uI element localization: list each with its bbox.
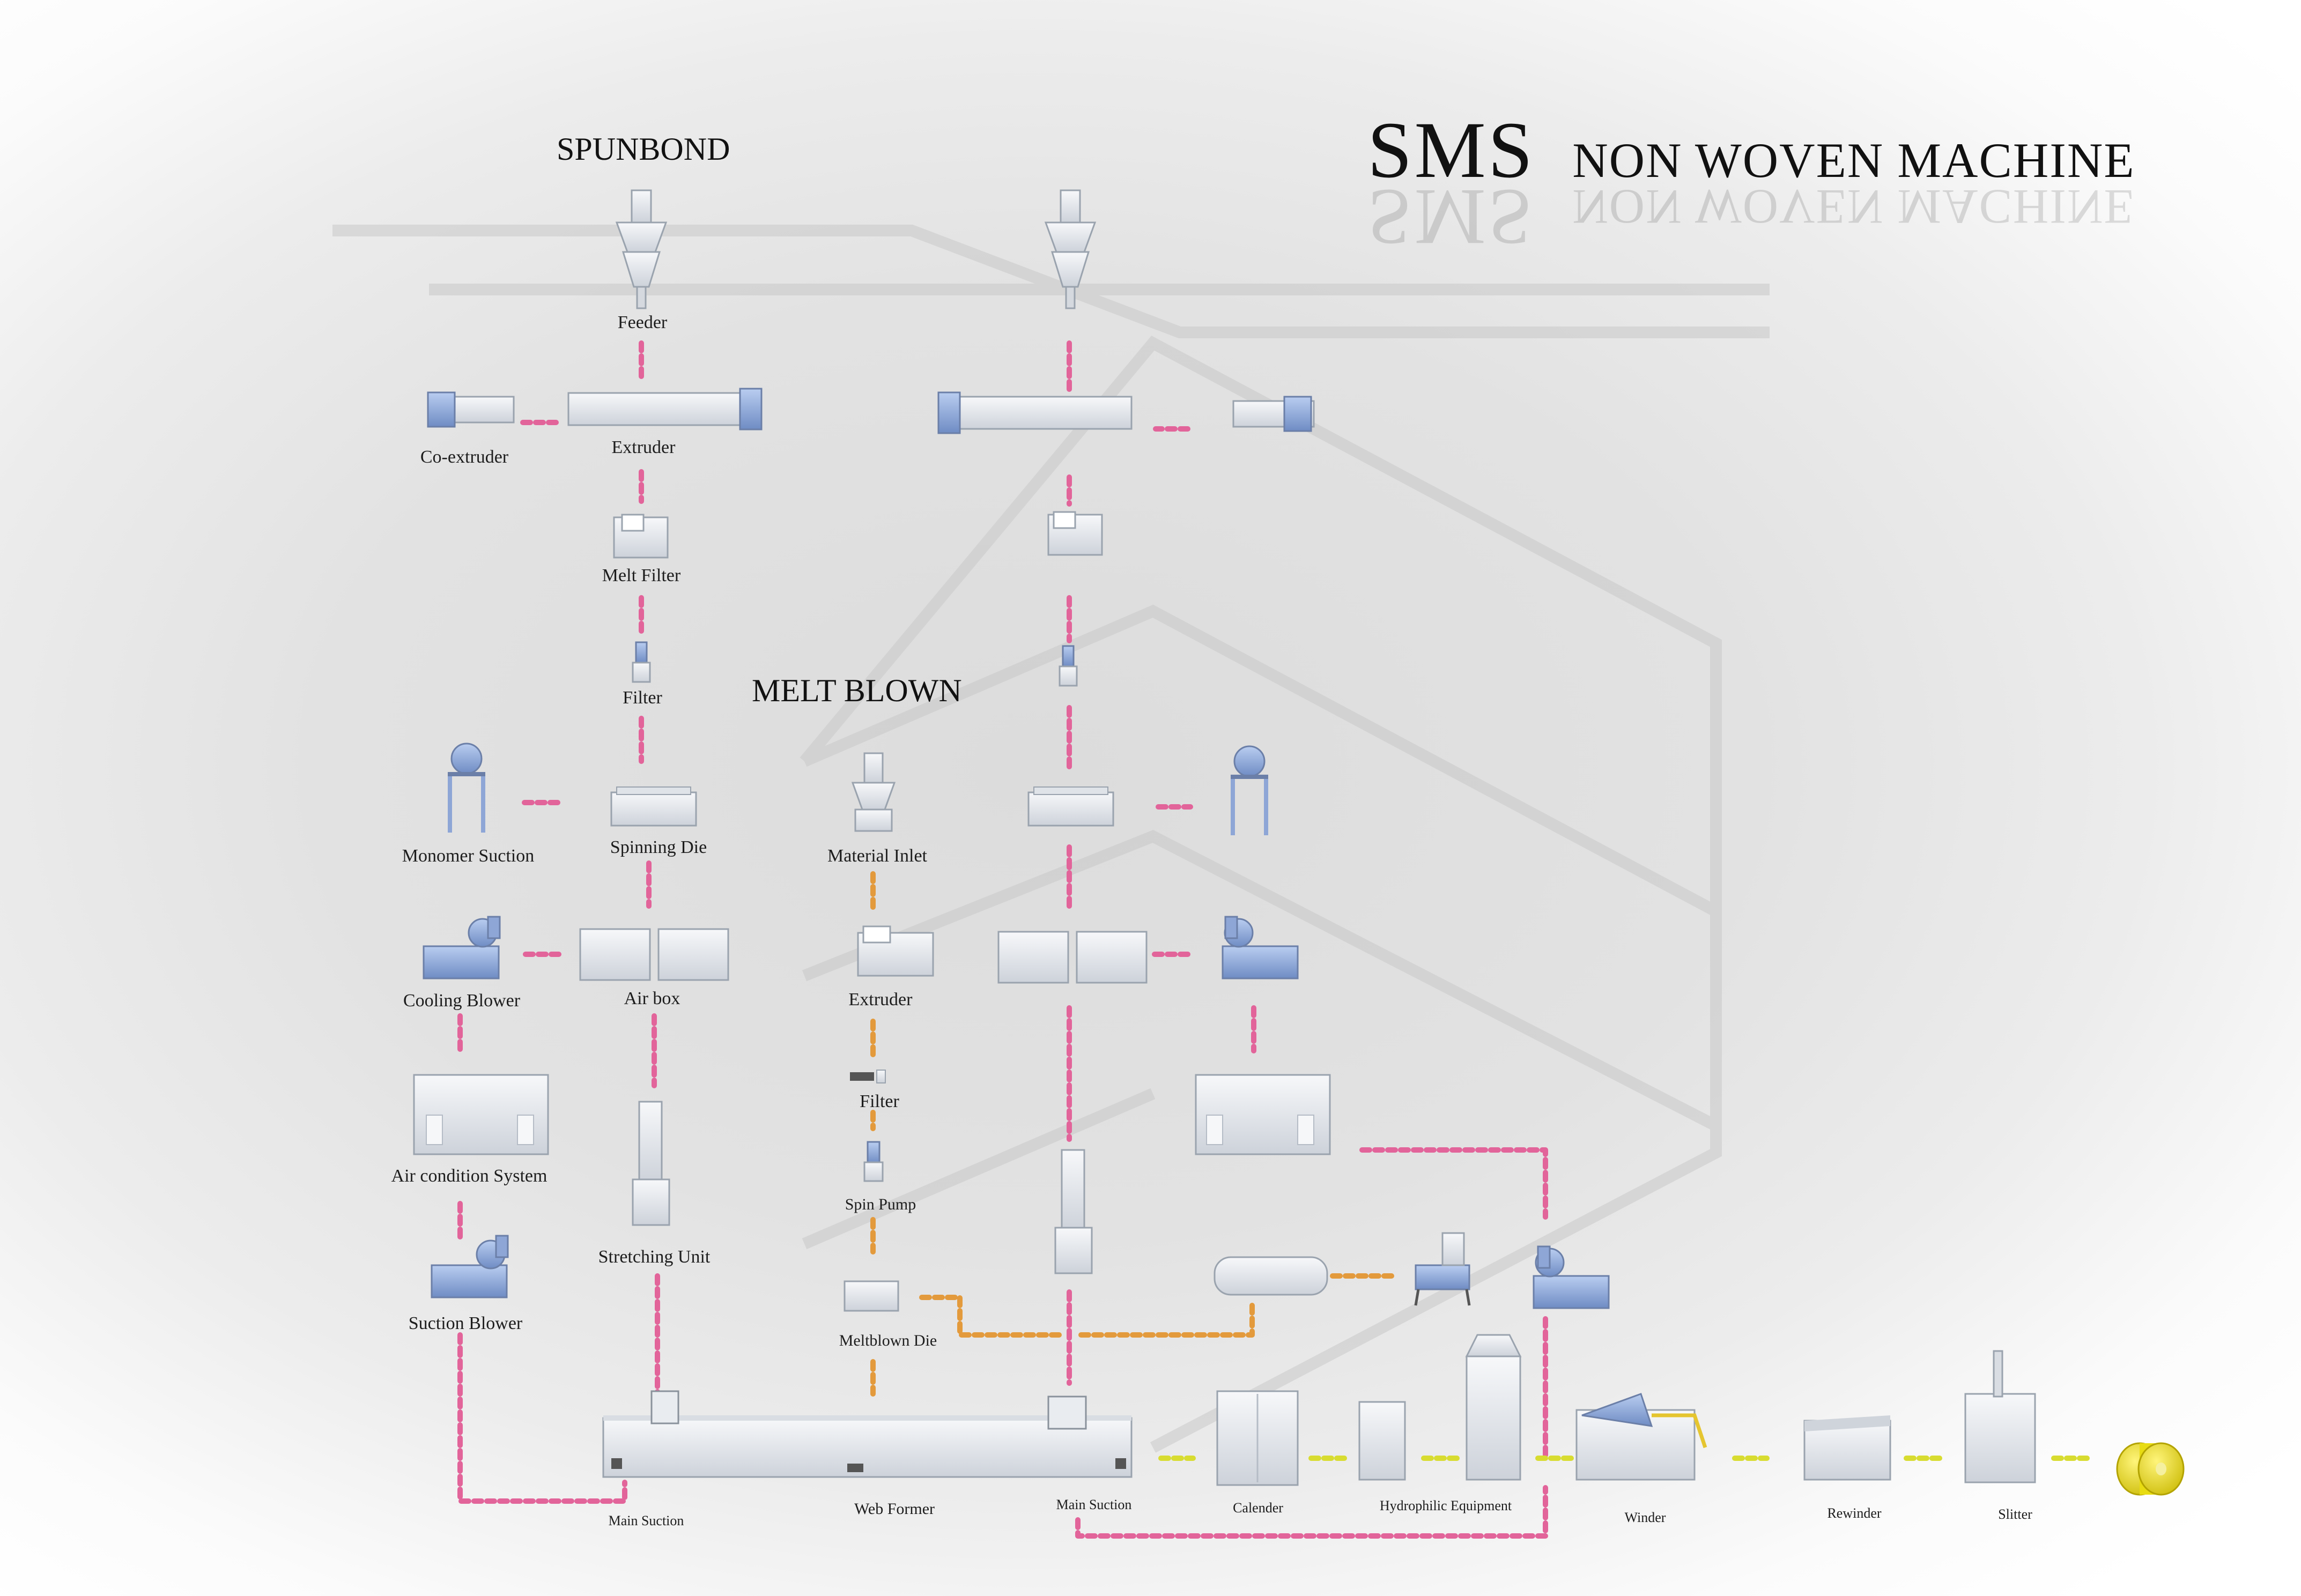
hydrophilic-equipment-icon xyxy=(1358,1334,1522,1481)
title-sms-reflection: SMS xyxy=(1367,173,1535,262)
cooling-blower-icon xyxy=(423,916,501,979)
melt-filter-icon-right xyxy=(1047,511,1103,556)
label-stretching-unit: Stretching Unit xyxy=(598,1247,711,1267)
material-inlet-icon xyxy=(851,752,896,832)
spin-pump-icon xyxy=(863,1141,884,1182)
air-condition-icon xyxy=(413,1074,549,1155)
cooling-blower-icon-right xyxy=(1222,916,1299,979)
extruder-icon-right xyxy=(937,391,1133,434)
label-suction-blower: Suction Blower xyxy=(408,1313,523,1333)
hot-air-heater-icon xyxy=(1214,1256,1328,1296)
feeder-icon xyxy=(615,189,668,309)
stretching-unit-icon-right xyxy=(1054,1149,1093,1274)
spinning-die-icon-right xyxy=(1027,786,1114,827)
label-extruder: Extruder xyxy=(611,437,676,457)
label-co-extruder: Co-extruder xyxy=(420,447,509,467)
label-feeder: Feeder xyxy=(617,313,668,332)
background-logo xyxy=(332,225,1770,1453)
co-extruder-icon-right xyxy=(1232,396,1315,432)
label-filter: Filter xyxy=(623,688,662,708)
label-mb-filter: Filter xyxy=(860,1092,899,1111)
label-main-suction-1: Main Suction xyxy=(608,1513,684,1528)
slitter-icon xyxy=(1964,1350,2036,1483)
spinning-die-icon xyxy=(610,786,697,827)
pink-flow-arrows xyxy=(457,340,1548,1539)
label-web-former: Web Former xyxy=(854,1500,935,1518)
label-rewinder: Rewinder xyxy=(1827,1505,1882,1521)
co-extruder-icon xyxy=(427,391,515,428)
finished-roll-icon xyxy=(2116,1442,2185,1496)
label-material-inlet: Material Inlet xyxy=(827,846,927,866)
section-meltblown: MELT BLOWN xyxy=(752,673,962,708)
label-air-condition-system: Air condition System xyxy=(391,1166,547,1186)
label-slitter: Slitter xyxy=(1998,1506,2032,1522)
label-mb-extruder: Extruder xyxy=(848,990,913,1009)
label-hydrophilic-equipment: Hydrophilic Equipment xyxy=(1379,1498,1512,1513)
meltblown-die-icon xyxy=(844,1280,899,1312)
title-rest: NON WOVEN MACHINE xyxy=(1572,133,2135,188)
stretching-unit-icon xyxy=(632,1101,670,1226)
web-former-icon xyxy=(602,1390,1133,1478)
mb-extruder-icon xyxy=(857,925,934,977)
winder-icon xyxy=(1575,1393,1707,1481)
air-condition-icon-right xyxy=(1195,1074,1331,1155)
filter-icon xyxy=(632,641,651,683)
title-reflection: SMS NON WOVEN MACHINE xyxy=(1367,173,2135,262)
mb-filter-icon xyxy=(850,1070,886,1083)
label-cooling-blower: Cooling Blower xyxy=(403,991,521,1011)
label-calender: Calender xyxy=(1233,1500,1283,1516)
extruder-icon xyxy=(567,388,763,430)
feeder-icon-right xyxy=(1044,189,1097,309)
filter-icon-right xyxy=(1059,645,1078,687)
air-box-icon xyxy=(579,928,729,981)
label-main-suction-2: Main Suction xyxy=(1056,1497,1132,1512)
label-spinning-die: Spinning Die xyxy=(610,837,707,857)
orange-flow-arrows xyxy=(870,871,1394,1397)
suction-blower-icon xyxy=(431,1235,509,1298)
title-sms: SMS xyxy=(1367,106,1535,195)
rewinder-icon xyxy=(1803,1415,1891,1481)
label-winder: Winder xyxy=(1624,1510,1666,1525)
label-meltblown-die: Meltblown Die xyxy=(839,1332,937,1349)
melt-filter-icon xyxy=(613,514,669,559)
air-box-icon-right xyxy=(997,931,1148,984)
title-rest-reflection: NON WOVEN MACHINE xyxy=(1572,180,2135,234)
label-spin-pump: Spin Pump xyxy=(845,1196,916,1213)
label-melt-filter: Melt Filter xyxy=(602,566,681,585)
air-compressor-icon xyxy=(1414,1232,1471,1306)
label-monomer-suction: Monomer Suction xyxy=(402,846,535,866)
calender-icon xyxy=(1216,1390,1299,1486)
monomer-suction-icon xyxy=(448,743,485,833)
label-air-box: Air box xyxy=(624,989,680,1008)
section-spunbond: SPUNBOND xyxy=(557,131,730,167)
suction-blower-icon-right xyxy=(1533,1245,1610,1309)
monomer-suction-icon-right xyxy=(1231,745,1268,835)
